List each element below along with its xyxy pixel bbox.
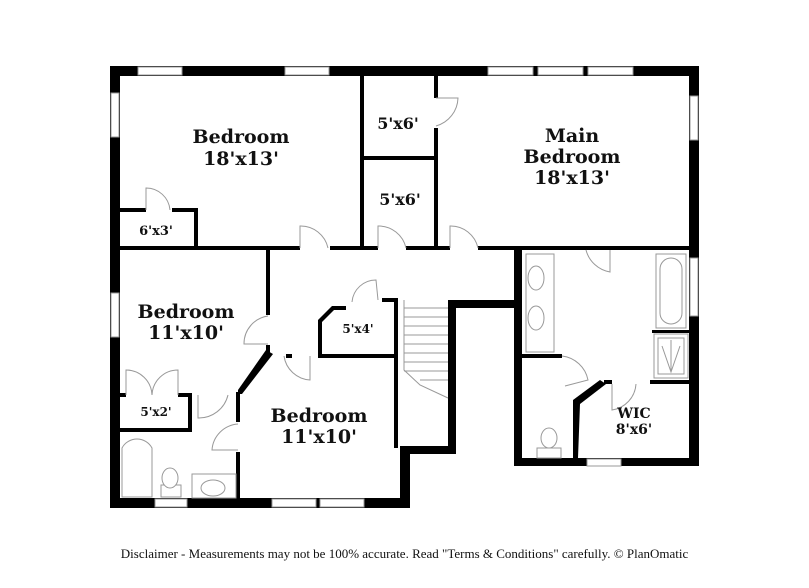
room-name-main-line1: Main <box>545 125 600 147</box>
wall-bath-left <box>514 250 522 466</box>
room-name-bedroom-s: Bedroom <box>271 405 368 427</box>
wall-stair-bottom <box>400 446 456 454</box>
wall-bottom-left <box>110 498 410 508</box>
wall-top <box>110 66 699 76</box>
wall-left <box>110 66 120 508</box>
room-name-main-line2: Bedroom <box>524 146 621 168</box>
room-size-closet-w: 5'x2' <box>140 405 171 419</box>
room-name-bedroom-nw: Bedroom <box>193 126 290 148</box>
disclaimer-text: Disclaimer - Measurements may not be 100… <box>120 546 689 561</box>
wall-stair-right <box>400 446 410 508</box>
wall-stair-inner <box>448 300 456 454</box>
room-size-closet-nw: 6'x3' <box>139 224 173 239</box>
room-size-bedroom-w: 11'x10' <box>148 322 224 344</box>
room-size-wic: 8'x6' <box>616 422 652 438</box>
room-size-bedroom-s: 11'x10' <box>281 426 357 448</box>
room-size-main: 18'x13' <box>534 167 610 189</box>
room-size-closet-hall: 5'x4' <box>342 322 373 336</box>
room-size-bedroom-nw: 18'x13' <box>203 148 279 170</box>
room-name-wic: WIC <box>616 406 650 422</box>
room-size-closet-mid: 5'x6' <box>379 190 421 209</box>
wall-stair-top <box>448 300 518 308</box>
room-name-bedroom-w: Bedroom <box>138 301 235 323</box>
room-size-closet-top: 5'x6' <box>377 114 419 133</box>
